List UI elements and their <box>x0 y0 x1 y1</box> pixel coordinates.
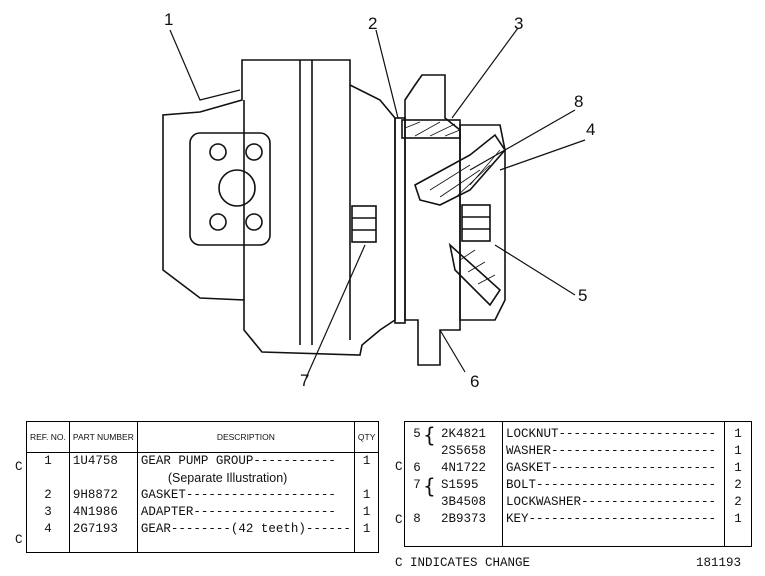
part-description: GEAR PUMP GROUP----------- <box>137 452 355 470</box>
part-number: 2S5658 <box>429 443 503 460</box>
part-description: BOLT------------------------ <box>502 477 725 494</box>
ref-number: 3 <box>26 504 70 521</box>
table-row: 1 1U4758 GEAR PUMP GROUP----------- 1 <box>26 452 379 470</box>
table-row: 6 4N1722 GASKET---------------------- 1 <box>405 460 752 477</box>
quantity: 1 <box>734 427 742 441</box>
quantity: 1 <box>362 522 371 536</box>
callout-1: 1 <box>164 10 174 29</box>
part-description: LOCKNUT--------------------- <box>502 421 725 443</box>
callout-3: 3 <box>514 14 524 33</box>
table-header-row: REF. NO. PART NUMBER DESCRIPTION QTY <box>26 421 379 453</box>
callout-4: 4 <box>586 120 596 139</box>
table-row: 2S5658 WASHER---------------------- 1 <box>405 443 752 460</box>
table-row: 8 2B9373 KEY------------------------- 1 <box>405 511 752 528</box>
ref-number: 1 <box>26 452 70 470</box>
change-flag: C <box>395 513 403 527</box>
quantity: 1 <box>362 454 371 468</box>
table-spacer-row <box>405 528 752 547</box>
part-number: 2K4821 <box>429 421 503 443</box>
quantity: 1 <box>734 512 742 526</box>
parts-table-right: 5 2K4821 LOCKNUT--------------------- 1 … <box>404 421 752 547</box>
ref-number: 6 <box>413 461 421 475</box>
table-row: 3B4508 LOCKWASHER------------------ 2 <box>405 494 752 511</box>
ref-number <box>405 494 430 511</box>
callout-6: 6 <box>470 372 480 391</box>
table-row: 3 4N1986 ADAPTER------------------- 1 <box>26 504 379 521</box>
ref-number <box>26 470 70 487</box>
part-description: GASKET-------------------- <box>137 487 355 504</box>
part-description: GASKET---------------------- <box>502 460 725 477</box>
change-flag: C <box>395 460 403 474</box>
part-number: 3B4508 <box>429 494 503 511</box>
part-number: 1U4758 <box>69 452 138 470</box>
ref-number <box>405 443 430 460</box>
quantity: 1 <box>734 461 742 475</box>
table-row: 4 2G7193 GEAR--------(42 teeth)------ 1 <box>26 521 379 538</box>
change-legend: C INDICATES CHANGE <box>395 556 531 570</box>
ref-number: 8 <box>413 512 421 526</box>
table-spacer-row <box>26 538 379 553</box>
part-number: 4N1986 <box>69 504 138 521</box>
part-description: (Separate Illustration) <box>137 470 355 487</box>
part-number <box>69 470 138 487</box>
pump-assembly-diagram <box>162 27 586 379</box>
header-description: DESCRIPTION <box>137 421 355 453</box>
table-row: (Separate Illustration) <box>26 470 379 487</box>
quantity: 1 <box>734 444 742 458</box>
part-number: 9H8872 <box>69 487 138 504</box>
table-row: 5 2K4821 LOCKNUT--------------------- 1 <box>405 421 752 443</box>
table-row: 7 S1595 BOLT------------------------ 2 <box>405 477 752 494</box>
part-description: ADAPTER------------------- <box>137 504 355 521</box>
header-ref-no: REF. NO. <box>26 421 70 453</box>
part-description: KEY------------------------- <box>502 511 725 528</box>
quantity: 2 <box>734 478 742 492</box>
parts-table-left: REF. NO. PART NUMBER DESCRIPTION QTY 1 1… <box>26 421 380 553</box>
part-description: LOCKWASHER------------------ <box>502 494 725 511</box>
callout-7: 7 <box>300 371 310 390</box>
table-row: 2 9H8872 GASKET-------------------- 1 <box>26 487 379 504</box>
quantity: 1 <box>362 505 371 519</box>
quantity: 2 <box>734 495 742 509</box>
callout-8: 8 <box>574 92 584 111</box>
illustration-id: 181193 <box>696 556 742 570</box>
ref-number: 2 <box>26 487 70 504</box>
ref-number: 7 <box>413 478 421 492</box>
header-qty: QTY <box>354 421 379 453</box>
change-flag: C <box>15 533 23 547</box>
ref-number: 4 <box>26 521 70 538</box>
header-part-number: PART NUMBER <box>69 421 138 453</box>
part-description: GEAR--------(42 teeth)------ <box>137 521 355 538</box>
quantity <box>354 470 378 487</box>
quantity: 1 <box>362 488 371 502</box>
callout-5: 5 <box>578 286 588 305</box>
part-number: S1595 <box>429 477 503 494</box>
change-flag: C <box>15 460 23 474</box>
ref-number: 5 <box>413 427 421 441</box>
part-number: 2B9373 <box>429 511 503 528</box>
part-description: WASHER---------------------- <box>502 443 725 460</box>
part-number: 4N1722 <box>429 460 503 477</box>
callout-2: 2 <box>368 14 378 33</box>
part-number: 2G7193 <box>69 521 138 538</box>
